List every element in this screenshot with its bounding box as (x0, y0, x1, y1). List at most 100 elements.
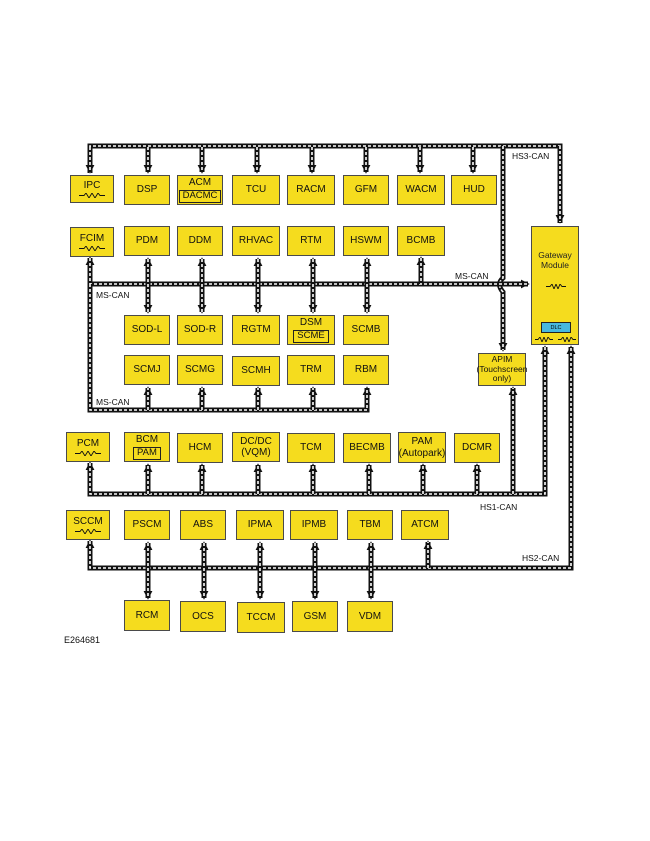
module-pdm: PDM (124, 226, 170, 256)
module-label: IPC (83, 179, 101, 191)
bus-lines (85, 143, 576, 600)
module-label: FCIM (79, 232, 105, 244)
resistor-icon (558, 337, 576, 342)
module-label: HCM (188, 442, 212, 454)
bus-ms-can-lower (87, 284, 372, 413)
module-label: TCM (300, 442, 322, 454)
apim-label-line1: APIM (491, 353, 513, 364)
dlc-label: DLC (550, 324, 562, 331)
bus-label-ms-can-left: MS-CAN (96, 290, 130, 300)
module-label: RHVAC (238, 235, 274, 247)
resistor-icon (535, 337, 553, 342)
module-label: SCMJ (133, 364, 161, 376)
module-rbm: RBM (343, 355, 389, 385)
module-hswm: HSWM (343, 226, 389, 256)
module-label: TCU (245, 184, 267, 196)
module-ipmb: IPMB (290, 510, 338, 540)
module-label: SOD-L (131, 324, 163, 336)
module-rcm: RCM (124, 600, 170, 631)
module-rtm: RTM (287, 226, 335, 256)
bus-label-ms-can-lower: MS-CAN (96, 397, 130, 407)
module-gfm: GFM (343, 175, 389, 205)
module-dsp: DSP (124, 175, 170, 205)
module-pam: PAM (Autopark) (398, 432, 446, 463)
module-label: OCS (192, 610, 214, 622)
module-dcdc: DC/DC (VQM) (232, 432, 280, 462)
module-label: SOD-R (183, 324, 217, 336)
module-tccm: TCCM (237, 602, 285, 633)
module-tcu: TCU (232, 175, 280, 205)
module-apim: APIM (Touchscreen only) (476, 353, 528, 386)
module-abs: ABS (180, 510, 226, 540)
module-becmb: BECMB (343, 433, 391, 463)
module-label: ACM (188, 177, 212, 189)
bus-label-hs3-can: HS3-CAN (512, 151, 550, 161)
module-tcm: TCM (287, 433, 335, 463)
module-label: ABS (192, 519, 213, 531)
module-label: SCCM (73, 515, 103, 527)
module-label: RTM (300, 235, 322, 247)
module-label: GFM (354, 184, 378, 196)
module-label: RBM (354, 364, 378, 376)
module-sccm: SCCM (66, 510, 110, 540)
module-sub-label: SCME (293, 329, 329, 343)
module-racm: RACM (287, 175, 335, 205)
module-label: BCMB (406, 235, 436, 247)
module-label: DSP (136, 184, 158, 196)
module-ipma: IPMA (236, 510, 284, 540)
module-wacm: WACM (397, 175, 445, 205)
module-gsm: GSM (292, 601, 338, 632)
module-pcm: PCM (66, 432, 110, 462)
module-ipc: IPC (70, 175, 114, 203)
bus-label-hs1-can: HS1-CAN (480, 502, 518, 512)
module-label: PDM (135, 235, 159, 247)
module-sub-label: DACMC (178, 189, 222, 203)
resistor-icon (546, 284, 566, 289)
module-label: TRM (300, 364, 322, 376)
module-fcim: FCIM (70, 227, 114, 257)
module-label: RGTM (241, 324, 271, 336)
module-sub-label: PAM (133, 446, 161, 460)
module-label: HSWM (350, 235, 382, 247)
apim-label-line2: (Touchscreen (476, 363, 528, 374)
module-label: VDM (358, 610, 382, 622)
module-label: ATCM (411, 519, 439, 531)
gateway-title-line2: Module (541, 259, 569, 270)
resistor-icon (79, 193, 105, 199)
dlc-connector-icon: DLC (541, 322, 571, 333)
module-label: RACM (296, 184, 326, 196)
module-trm: TRM (287, 355, 335, 385)
module-sod-r: SOD-R (177, 315, 223, 345)
module-scmg: SCMG (177, 355, 223, 385)
module-scmb: SCMB (343, 315, 389, 345)
module-label: WACM (405, 184, 437, 196)
module-label: DCMR (462, 442, 492, 454)
module-label: BCM (135, 434, 159, 446)
gateway-title: Gateway Module (532, 250, 578, 271)
module-ocs: OCS (180, 601, 226, 632)
module-acm: ACM DACMC (177, 175, 223, 205)
bus-label-hs2-can: HS2-CAN (522, 553, 560, 563)
module-label: HUD (463, 184, 485, 196)
module-label-line2: (VQM) (241, 447, 271, 458)
figure-id: E264681 (64, 635, 101, 645)
module-tbm: TBM (347, 510, 393, 540)
module-rgtm: RGTM (232, 315, 280, 345)
module-label: SCMG (185, 364, 215, 376)
module-label: IPMA (247, 519, 273, 531)
bus-label-ms-can-right: MS-CAN (455, 271, 489, 281)
bus-hs2-can (85, 345, 576, 571)
module-label-line1: DC/DC (240, 435, 272, 447)
module-sod-l: SOD-L (124, 315, 170, 345)
module-atcm: ATCM (401, 510, 449, 540)
module-scmh: SCMH (232, 356, 280, 386)
module-label-line2: (Autopark) (398, 447, 446, 459)
module-label: TCCM (246, 611, 276, 623)
resistor-icon (79, 246, 105, 252)
module-dsm: DSM SCME (287, 315, 335, 345)
module-label: SCMB (351, 324, 381, 336)
gateway-title-line1: Gateway (538, 250, 572, 260)
resistor-icon (75, 529, 101, 535)
module-scmj: SCMJ (124, 355, 170, 385)
module-label-line1: PAM (411, 436, 433, 447)
